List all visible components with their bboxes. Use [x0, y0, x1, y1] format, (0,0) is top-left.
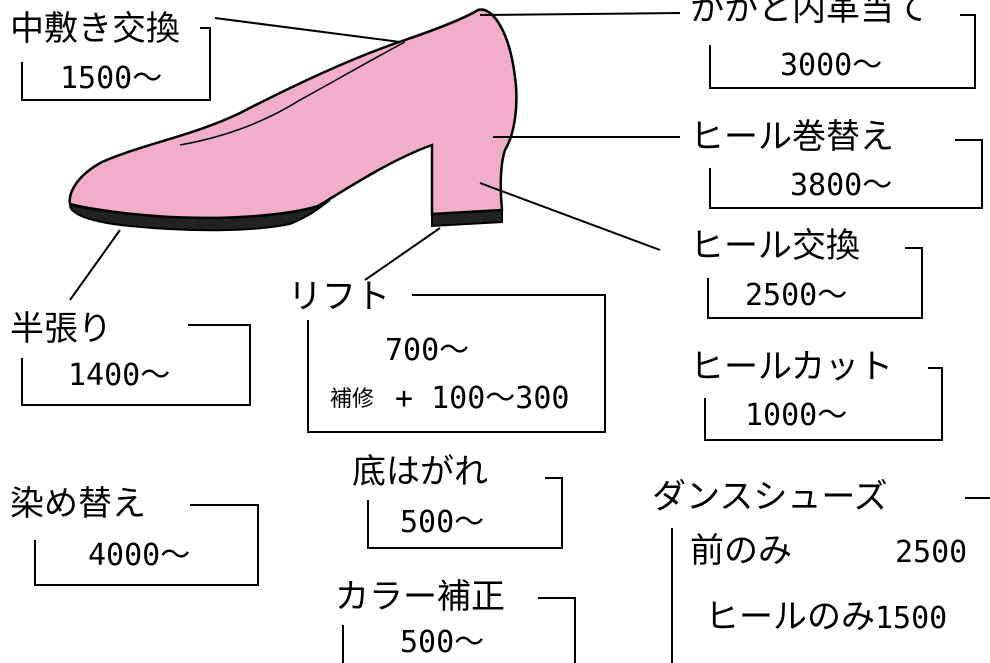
heel-wrap-title: ヒール巻替え: [690, 117, 894, 157]
label-dye: 染め替え 4000〜: [10, 484, 259, 586]
dye-title: 染め替え: [10, 484, 146, 524]
lift-repair-price: + 100〜300: [395, 381, 570, 416]
dance-row-heel-item: ヒールのみ: [705, 597, 875, 637]
sole-peel-price: 500〜: [400, 505, 484, 540]
label-heel-replace: ヒール交換 2500〜: [690, 226, 923, 319]
heel-wrap-price: 3800〜: [790, 168, 892, 203]
shoe-collar: [179, 41, 406, 146]
heel-cut-title: ヒールカット: [690, 347, 893, 387]
insole-title: 中敷き交換: [10, 9, 180, 49]
lift-price: 700〜: [385, 333, 469, 368]
half-sole-title: 半張り: [10, 309, 112, 349]
label-heel-cut: ヒールカット 1000〜: [690, 347, 943, 441]
shoe-upper: [68, 8, 518, 220]
sole-peel-title: 底はがれ: [352, 452, 488, 492]
label-color-fix: カラー補正 500〜: [335, 577, 576, 663]
heel-replace-price: 2500〜: [745, 278, 847, 313]
label-half-sole: 半張り 1400〜: [10, 309, 251, 406]
heel-replace-title: ヒール交換: [690, 226, 860, 266]
lift-title: リフト: [288, 277, 390, 317]
dye-price: 4000〜: [88, 538, 190, 573]
label-dance-shoes: ダンスシューズ 前のみ 2500 ヒールのみ 1500: [652, 477, 990, 663]
dance-row-heel-price: 1500: [875, 601, 947, 636]
heel-cut-price: 1000〜: [745, 398, 847, 433]
label-sole-peel: 底はがれ 500〜: [352, 452, 563, 549]
label-heel-lining: かかと内革当て 3000〜: [690, 0, 976, 89]
lift-repair-label: 補修: [330, 387, 374, 412]
label-lift: リフト 700〜 補修 + 100〜300: [288, 277, 606, 433]
insole-price: 1500〜: [60, 61, 162, 96]
label-insole: 中敷き交換 1500〜: [10, 9, 211, 101]
dance-row-front-item: 前のみ: [690, 531, 792, 571]
heel-lining-price: 3000〜: [780, 48, 882, 83]
leader-lines: [69, 12, 681, 301]
half-sole-price: 1400〜: [68, 358, 170, 393]
color-fix-price: 500〜: [400, 625, 484, 660]
color-fix-title: カラー補正: [335, 577, 505, 617]
dance-row-front-price: 2500: [895, 535, 967, 570]
pump-shoe-illustration: [68, 8, 518, 232]
label-heel-wrap: ヒール巻替え 3800〜: [690, 117, 983, 209]
heel-lining-title: かかと内革当て: [690, 0, 928, 29]
dance-title: ダンスシューズ: [652, 477, 888, 517]
